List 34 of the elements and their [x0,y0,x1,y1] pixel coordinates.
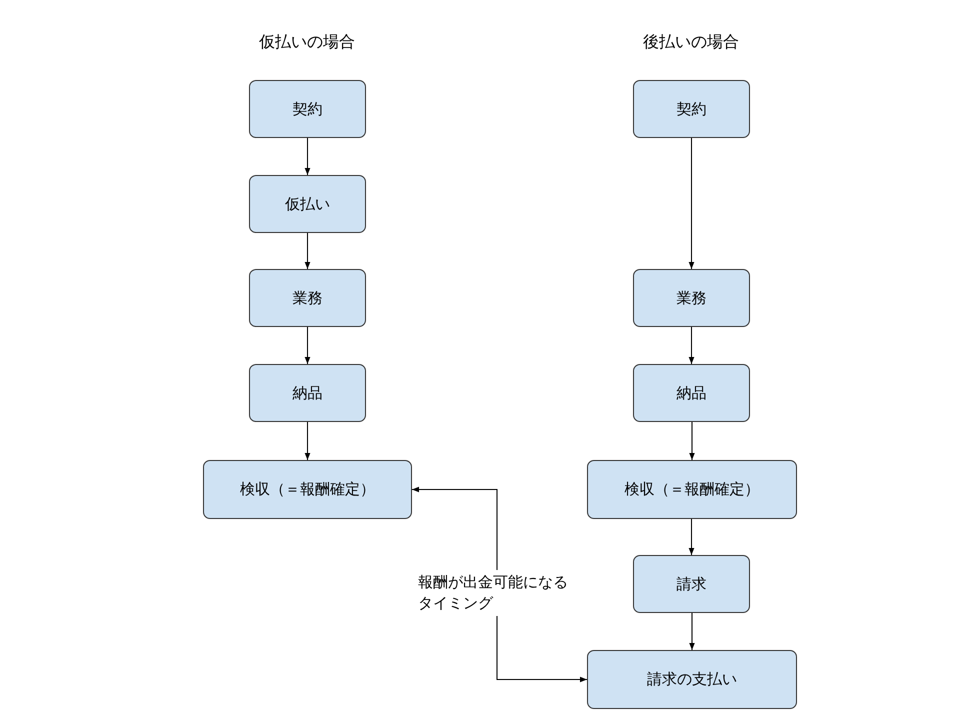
box-label: 業務 [676,288,706,308]
arrow [304,232,310,270]
arrow [688,326,694,364]
box-label: 契約 [676,100,706,118]
edge-label: 報酬が出金可能になるタイミング [418,570,568,616]
process-box [249,364,366,422]
box-label: 業務 [292,288,322,308]
box-label: 納品 [292,384,322,402]
arrow [688,518,694,556]
process-box [249,80,366,138]
process-box [203,460,412,519]
arrow [304,422,310,460]
process-box [249,175,366,233]
process-box [249,269,366,327]
arrow [689,422,695,460]
arrow [304,138,310,176]
process-box [633,80,750,138]
arrow [304,326,310,364]
arrow [688,138,694,270]
box-label: 検収（＝報酬確定） [624,480,760,499]
process-box [633,269,750,327]
box-label: 検収（＝報酬確定） [240,480,375,499]
column-heading: 仮払いの場合 [259,32,355,53]
process-box [587,650,797,709]
box-label: 契約 [292,100,322,118]
process-box [633,555,750,613]
box-label: 仮払い [285,194,330,214]
column-heading: 後払いの場合 [643,32,739,53]
process-box [633,364,750,422]
box-label: 納品 [676,384,706,402]
box-label: 請求 [676,574,706,594]
box-label: 請求の支払い [647,670,737,689]
process-box [587,460,797,519]
arrow [689,612,695,650]
